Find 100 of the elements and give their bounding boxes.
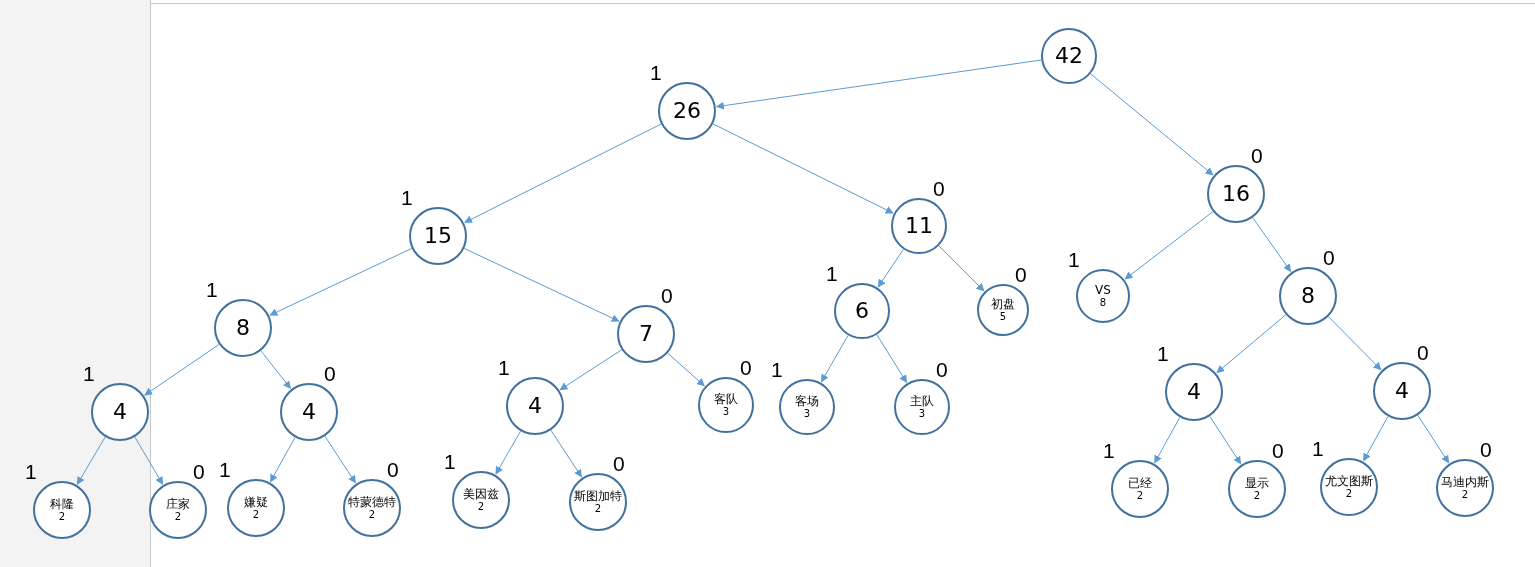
bit-label: 0 — [324, 363, 336, 384]
frequency-label: 2 — [368, 509, 376, 521]
bit-label: 1 — [206, 279, 218, 300]
weight-label: 15 — [424, 225, 452, 247]
bit-label: 1 — [25, 461, 37, 482]
arrow — [715, 59, 1042, 110]
bit-label: 0 — [740, 357, 752, 378]
tree-node — [227, 479, 285, 537]
tree-node — [977, 284, 1029, 336]
tree-node — [1228, 460, 1286, 518]
bit-label: 0 — [613, 453, 625, 474]
symbol-label: 科隆 — [50, 497, 74, 512]
tree-node — [698, 377, 754, 433]
weight-label: 4 — [113, 401, 127, 423]
tree-node — [834, 283, 890, 339]
tree-node — [1436, 459, 1494, 517]
tree-node — [1373, 362, 1431, 420]
symbol-label: 庄家 — [166, 497, 190, 512]
weight-label: 8 — [236, 317, 250, 339]
arrow — [269, 247, 413, 316]
bit-label: 1 — [650, 62, 662, 83]
symbol-label: 美因兹 — [463, 487, 499, 502]
bit-label: 1 — [1103, 440, 1115, 461]
arrow — [144, 343, 220, 396]
frequency-label: 3 — [918, 408, 926, 420]
tree-node — [569, 473, 627, 531]
frequency-label: 2 — [594, 503, 602, 515]
frequency-label: 2 — [174, 511, 182, 523]
bit-label: 1 — [219, 459, 231, 480]
arrow — [1209, 415, 1242, 465]
tree-node — [149, 481, 207, 539]
weight-label: 8 — [1301, 285, 1315, 307]
arrow — [667, 352, 705, 387]
bit-label: 1 — [1312, 438, 1324, 459]
arrow — [324, 435, 356, 484]
bit-label: 1 — [1157, 343, 1169, 364]
tree-node — [779, 379, 835, 435]
bit-label: 0 — [933, 178, 945, 199]
frequency-label: 3 — [722, 406, 730, 418]
tree-node — [409, 207, 467, 265]
weight-label: 4 — [528, 395, 542, 417]
arrow — [1090, 73, 1214, 176]
tree-node — [617, 305, 675, 363]
weight-label: 4 — [302, 401, 316, 423]
tree-node — [1165, 363, 1223, 421]
symbol-label: 显示 — [1245, 476, 1269, 491]
bit-label: 1 — [401, 187, 413, 208]
frequency-label: 5 — [999, 311, 1007, 323]
symbol-label: 马迪内斯 — [1441, 475, 1489, 490]
arrow — [550, 429, 582, 478]
bit-label: 0 — [1417, 342, 1429, 363]
arrow — [559, 349, 623, 391]
frequency-label: 8 — [1099, 297, 1107, 309]
frequency-label: 2 — [58, 511, 66, 523]
weight-label: 42 — [1055, 45, 1083, 67]
symbol-label: 主队 — [910, 394, 934, 409]
symbol-label: 初盘 — [991, 297, 1015, 312]
bit-label: 1 — [1068, 249, 1080, 270]
arrow — [712, 123, 894, 214]
bit-label: 0 — [1015, 264, 1027, 285]
symbol-label: 特蒙德特 — [348, 495, 396, 510]
bit-label: 0 — [661, 285, 673, 306]
arrow — [464, 123, 662, 223]
tree-node — [1320, 458, 1378, 516]
frequency-label: 2 — [1345, 488, 1353, 500]
frequency-label: 2 — [1461, 489, 1469, 501]
bit-label: 0 — [1272, 440, 1284, 461]
bit-label: 1 — [498, 357, 510, 378]
tree-node — [658, 82, 716, 140]
arrow — [260, 350, 291, 390]
tree-node — [891, 198, 947, 254]
bit-label: 0 — [193, 461, 205, 482]
arrow — [1363, 415, 1389, 462]
bit-label: 1 — [83, 363, 95, 384]
bit-label: 0 — [1323, 247, 1335, 268]
arrow — [1154, 416, 1181, 464]
tree-node — [343, 479, 401, 537]
weight-label: 7 — [639, 323, 653, 345]
tree-node — [1207, 165, 1265, 223]
bit-label: 1 — [826, 263, 838, 284]
tree-node — [1076, 269, 1130, 323]
arrow — [270, 436, 296, 483]
frequency-label: 2 — [252, 509, 260, 521]
weight-label: 4 — [1187, 381, 1201, 403]
symbol-label: 斯图加特 — [574, 489, 622, 504]
arrow — [1417, 414, 1450, 464]
arrow — [495, 430, 522, 475]
bit-label: 0 — [387, 459, 399, 480]
arrow — [76, 436, 106, 485]
bit-label: 0 — [936, 359, 948, 380]
bit-label: 0 — [1480, 439, 1492, 460]
symbol-label: 嫌疑 — [244, 495, 268, 510]
tree-node — [1041, 28, 1097, 84]
bit-label: 1 — [771, 359, 783, 380]
arrow — [463, 247, 620, 322]
frequency-label: 3 — [803, 408, 811, 420]
weight-label: 11 — [905, 215, 933, 237]
frequency-label: 2 — [1136, 490, 1144, 502]
arrow — [877, 248, 904, 288]
arrow — [1252, 217, 1292, 273]
